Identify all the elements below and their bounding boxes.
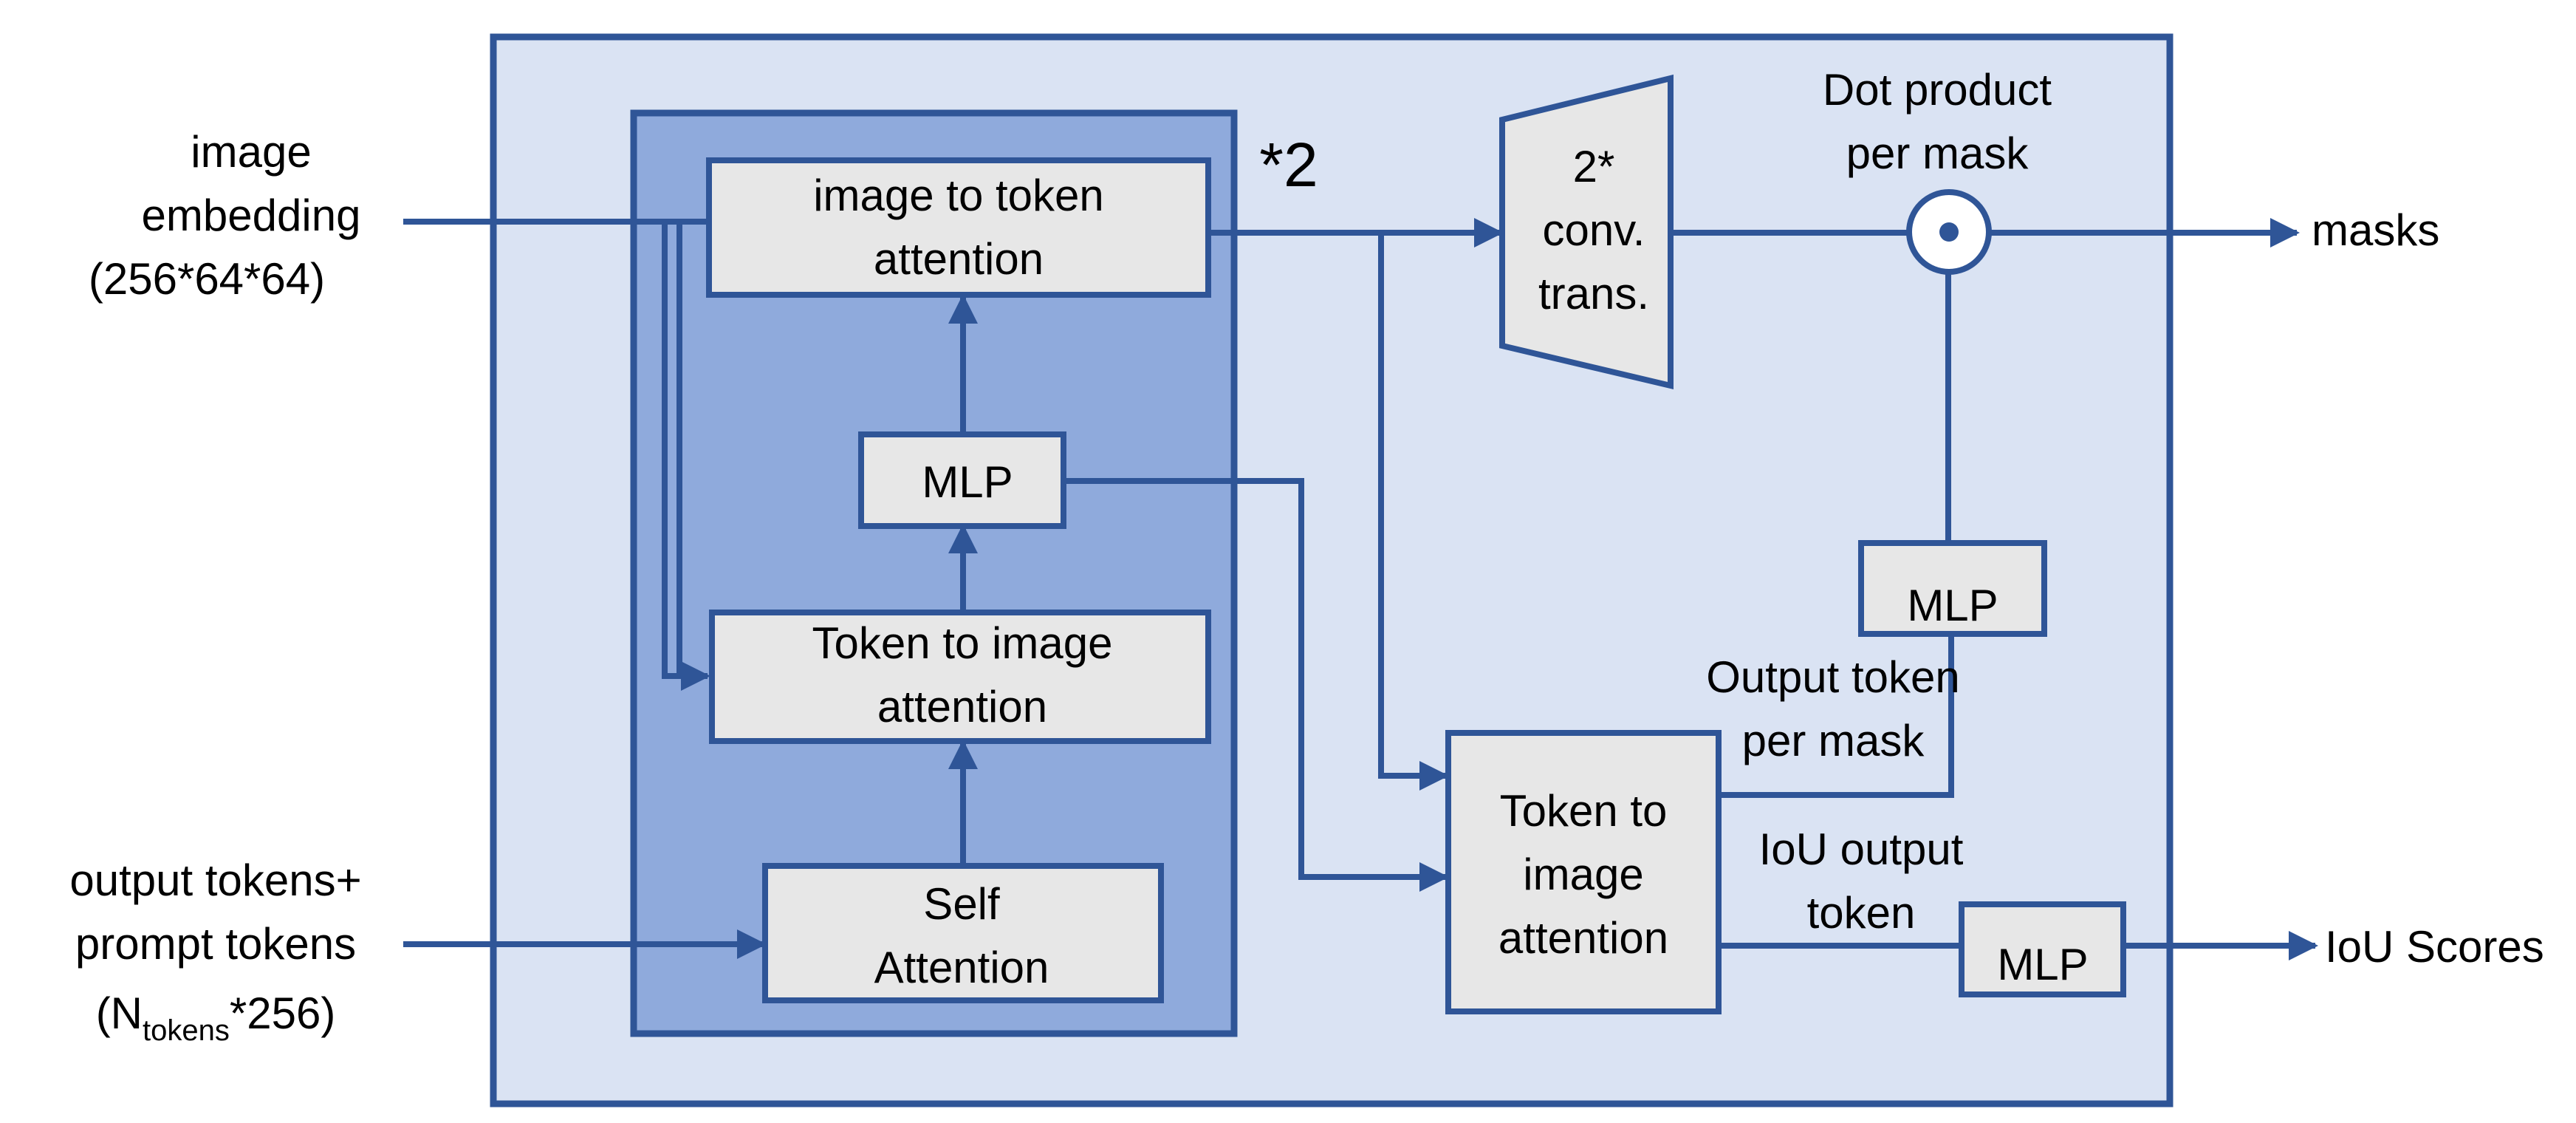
dot-product-center (1939, 222, 1959, 242)
conv-trans-line3: trans. (1538, 269, 1649, 318)
token-to-image-line2: attention (877, 682, 1047, 731)
iou-mlp-label: MLP (1997, 940, 2088, 989)
connectors (403, 218, 2318, 960)
image-to-token-line2: attention (874, 234, 1044, 284)
token-to-image-line1: Token to image (812, 618, 1113, 668)
conv-trans-block (1499, 74, 1674, 390)
output-token-label-line2: per mask (1742, 716, 1925, 765)
self-attention-line2: Attention (874, 943, 1049, 992)
image-to-token-line1: image to token (813, 171, 1104, 220)
final-token-to-image-box (1445, 730, 1722, 1014)
conv-trans-line2: conv. (1543, 205, 1645, 255)
iou-mlp-box (1959, 901, 2126, 997)
mask-mlp-label: MLP (1907, 581, 1998, 630)
iou-scores-output-label: IoU Scores (2325, 922, 2544, 972)
final-attention-line2: image (1523, 850, 1643, 899)
tokens-label-subscript: tokens (143, 1014, 230, 1047)
conv-trans-line1: 2* (1573, 142, 1615, 191)
tokens-label-line3: (Ntokens*256) (96, 989, 336, 1047)
iou-token-label-line2: token (1807, 888, 1916, 938)
mlp-to-final-attention-arrow (1063, 478, 1449, 892)
repeat-count-label: *2 (1259, 130, 1318, 199)
self-attention-box (762, 863, 1164, 1003)
mlp-box (858, 431, 1066, 529)
final-attention-line1: Token to (1500, 786, 1668, 836)
tokens-label-line2: prompt tokens (75, 919, 356, 969)
iou-token-label-line1: IoU output (1759, 825, 1964, 874)
self-attention-line1: Self (923, 879, 1000, 929)
mlp-label: MLP (922, 457, 1013, 507)
final-attention-line3: attention (1498, 913, 1668, 963)
token-to-image-attention-box (709, 610, 1211, 744)
image-embedding-label-line2: embedding (142, 191, 361, 240)
embedding-to-final-attention-arrow (1378, 233, 1449, 791)
image-embedding-label-line1: image (191, 127, 311, 177)
output-token-label-line1: Output token (1706, 652, 1960, 702)
image-embedding-label-line3: (256*64*64) (89, 254, 325, 304)
dot-product-label-line2: per mask (1846, 129, 2029, 178)
tokens-label-open: (N (96, 989, 143, 1038)
mask-mlp-box (1858, 540, 2047, 637)
image-to-token-attention-box (706, 157, 1211, 298)
tokens-label-line1: output tokens+ (69, 856, 361, 905)
dot-product-label-line1: Dot product (1823, 65, 2052, 115)
tokens-label-close: *256) (230, 989, 335, 1038)
embedding-to-token-to-image-line (662, 222, 710, 691)
masks-output-label: masks (2312, 205, 2439, 255)
output-token-line (1720, 635, 1954, 798)
